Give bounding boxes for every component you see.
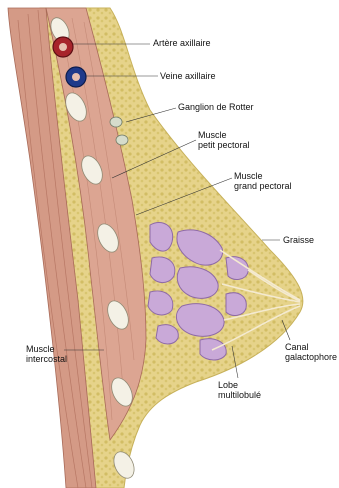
label-lobe-multilobule: Lobe multilobulé	[218, 380, 261, 400]
label-artere-axillaire: Artère axillaire	[153, 38, 211, 48]
label-canal-galactophore: Canal galactophore	[285, 342, 337, 362]
label-veine-axillaire: Veine axillaire	[160, 71, 216, 81]
label-ganglion-rotter: Ganglion de Rotter	[178, 102, 254, 112]
label-intercostal: Muscle intercostal	[26, 344, 67, 364]
label-petit-pectoral: Muscle petit pectoral	[198, 130, 250, 150]
label-graisse: Graisse	[283, 235, 314, 245]
label-grand-pectoral: Muscle grand pectoral	[234, 171, 292, 191]
